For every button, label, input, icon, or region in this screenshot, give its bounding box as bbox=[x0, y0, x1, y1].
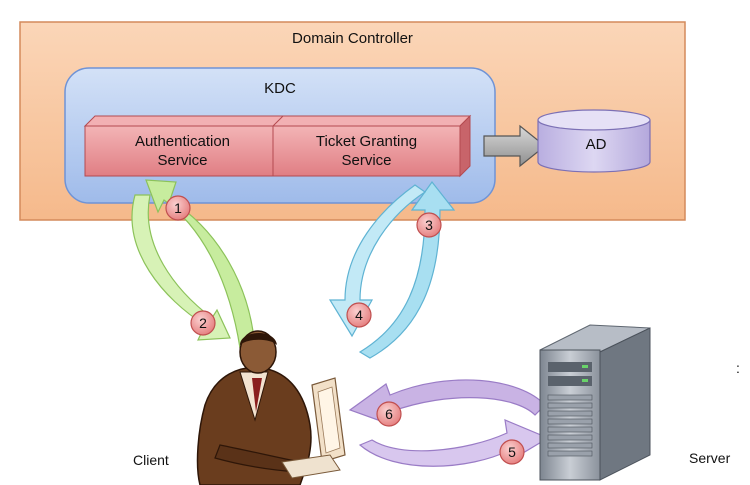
step-badge-3 bbox=[416, 212, 442, 238]
ticket-granting-service-label: Ticket Granting Service bbox=[273, 132, 460, 170]
arrow-step-2 bbox=[131, 194, 231, 341]
client-label: Client bbox=[133, 452, 169, 468]
authentication-service-line1: Authentication bbox=[134, 133, 231, 150]
step-number-1: 1 bbox=[174, 200, 182, 216]
client-person-image bbox=[196, 330, 346, 485]
authentication-service-line2: Service bbox=[157, 152, 208, 169]
step-badges bbox=[165, 195, 525, 465]
authentication-service-label: Authentication Service bbox=[85, 132, 280, 170]
kdc-title: KDC bbox=[264, 80, 296, 97]
step-badge-4 bbox=[346, 302, 372, 328]
server-tower-image bbox=[539, 324, 651, 481]
ad-cylinder bbox=[537, 109, 651, 173]
step-badge-5 bbox=[499, 439, 525, 465]
step-badge-6 bbox=[376, 401, 402, 427]
grey-arrow-to-ad bbox=[483, 124, 546, 168]
step-number-2: 2 bbox=[199, 315, 207, 331]
ticket-granting-service-line1: Ticket Granting bbox=[315, 133, 418, 150]
arrow-step-1 bbox=[145, 179, 256, 349]
domain-controller-title: Domain Controller bbox=[292, 30, 413, 47]
arrow-step-6 bbox=[348, 379, 546, 426]
arrow-step-4 bbox=[328, 184, 427, 338]
server-label: Server bbox=[689, 450, 731, 466]
side-mark: : bbox=[736, 360, 740, 376]
step-number-5: 5 bbox=[508, 444, 516, 460]
ticket-granting-service-line2: Service bbox=[341, 152, 392, 169]
ticket-granting-service-box bbox=[271, 114, 472, 178]
step-badge-2 bbox=[190, 310, 216, 336]
ad-label: AD bbox=[585, 136, 607, 153]
step-number-3: 3 bbox=[425, 217, 433, 233]
step-badge-1 bbox=[165, 195, 191, 221]
arrow-step-5 bbox=[358, 419, 550, 467]
step-number-4: 4 bbox=[355, 307, 363, 323]
step-number-6: 6 bbox=[385, 406, 393, 422]
